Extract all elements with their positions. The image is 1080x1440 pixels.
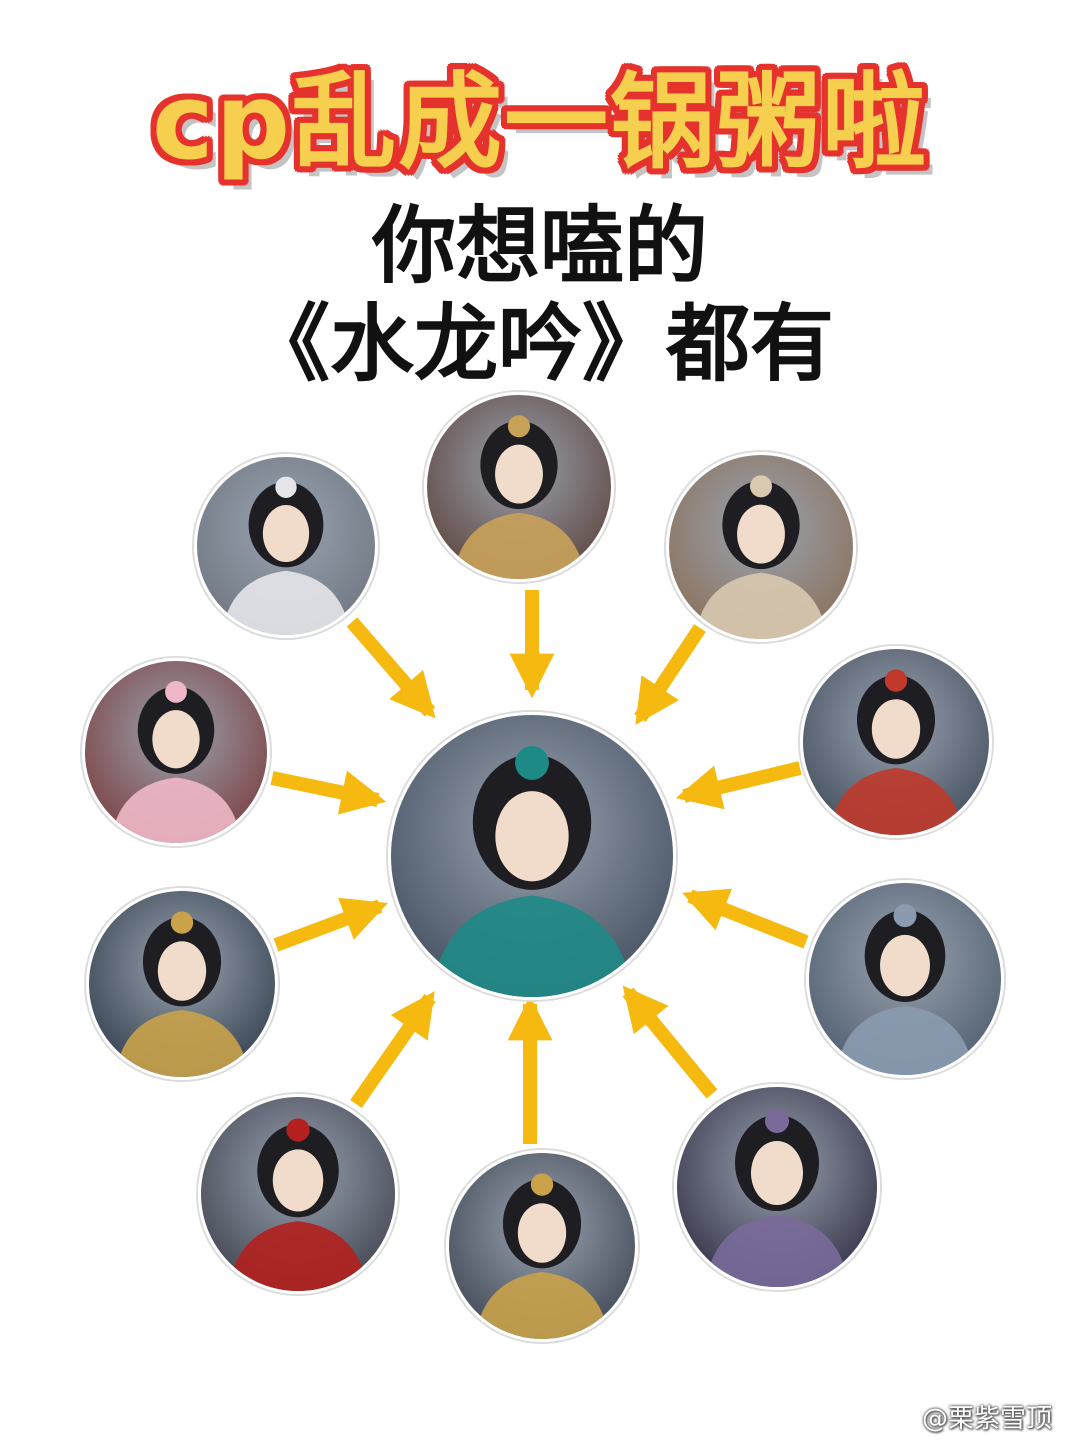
arrow-left-lower (273, 897, 388, 952)
portrait-top-figure (427, 395, 611, 579)
portrait-top (424, 392, 614, 582)
portrait-bottom-figure (449, 1153, 635, 1339)
portrait-right-upper-figure (803, 649, 989, 835)
arrow-top-left (346, 617, 436, 719)
portrait-left-lower-figure (89, 891, 275, 1077)
watermark-handle: @栗紫雪顶 (921, 1403, 1052, 1434)
portrait-right-lower-figure (809, 883, 1001, 1075)
arrow-bottom-right (622, 985, 718, 1099)
portrait-center (388, 712, 676, 1000)
watermark: @栗紫雪顶 (882, 1398, 1052, 1434)
portrait-left-upper (82, 658, 270, 846)
portrait-top-left (194, 454, 378, 638)
portrait-bottom-right (674, 1084, 880, 1290)
portrait-right-lower (806, 880, 1004, 1078)
portrait-bottom-left (198, 1094, 398, 1294)
arrow-left-upper (270, 770, 387, 815)
portrait-left-upper-figure (85, 661, 267, 843)
portrait-bottom (446, 1150, 638, 1342)
portrait-left-lower (86, 888, 278, 1080)
portrait-top-right (666, 452, 856, 642)
subtitle-line-1: 你想嗑的 (371, 197, 708, 295)
arrow-bottom-left (350, 991, 436, 1109)
portrait-bottom-left-figure (201, 1097, 395, 1291)
portrait-bottom-right-figure (677, 1087, 877, 1287)
weibo-icon (882, 1405, 914, 1429)
portrait-center-figure (391, 715, 673, 997)
page-title: cp乱成一锅粥啦 (151, 61, 929, 183)
portrait-top-right-figure (669, 455, 853, 639)
portrait-right-upper (800, 646, 992, 838)
portrait-top-left-figure (197, 457, 375, 635)
subtitle-line-2: 《水龙吟》都有 (245, 295, 834, 393)
arrow-right-upper (675, 761, 802, 810)
arrow-top-right (634, 624, 706, 725)
arrow-right-lower (682, 888, 809, 949)
